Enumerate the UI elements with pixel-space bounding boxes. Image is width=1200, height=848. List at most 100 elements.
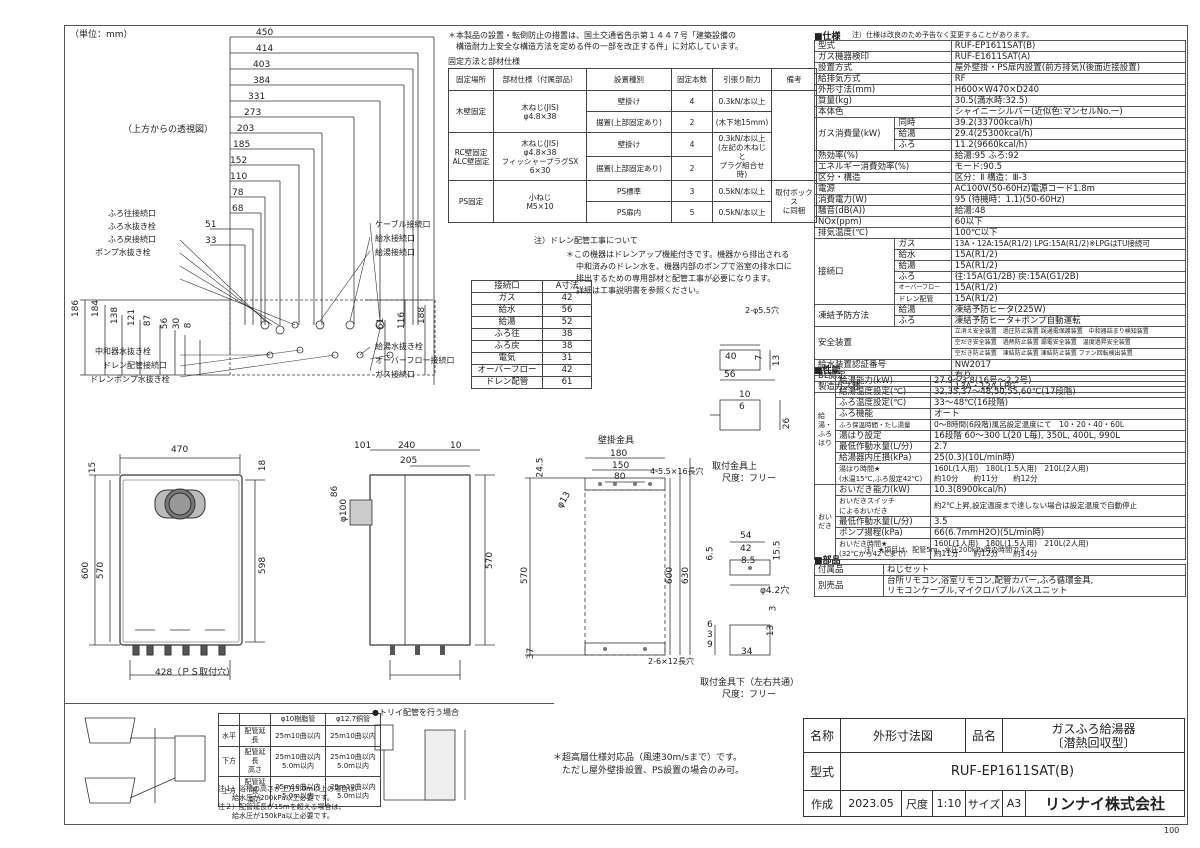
spec-val: 給湯:95 ふろ:92 xyxy=(950,150,1187,162)
perf-side: 給湯・ふろはり xyxy=(814,375,836,485)
conn-cell: ふろ戻 xyxy=(471,340,543,353)
parts-val: ねじセット xyxy=(883,564,1186,576)
spec-val: モード:90.5 xyxy=(950,161,1187,173)
fix-cell: 取付ボックス に同梱 xyxy=(771,180,817,223)
upper-holes: 2-φ5.5穴 xyxy=(745,306,779,315)
side-dim-116: 116 xyxy=(397,311,408,330)
spec-key: 消費電力(W) xyxy=(814,194,952,206)
spec-sub: 給水 xyxy=(894,249,952,261)
side-dim-121: 121 xyxy=(127,308,138,327)
fix-cell: 4 xyxy=(671,132,713,157)
drain-note-2: 中和済みのドレン水を、機器内部のポンプで浴室の排水口に xyxy=(576,262,792,271)
bottom-fittings xyxy=(132,644,226,656)
bracket-w3: 80 xyxy=(614,472,626,482)
perf-key: 給湯器内圧損(kPa) xyxy=(835,452,931,464)
label-drain-pump: ドレンポンプ水抜き栓 xyxy=(90,375,170,384)
spec-val: 39.2(33700kcal/h) xyxy=(950,117,1187,129)
conn-cell: 31 xyxy=(542,352,592,365)
pipe-cell: 配管延長 高さ xyxy=(239,776,271,807)
perf-side: おいだき xyxy=(814,484,836,560)
lower-d: 6.5 xyxy=(705,546,716,561)
spec-val: 屋外壁掛・PS扉内設置(前方排気)(後面近接設置) xyxy=(950,62,1187,74)
fix-th: 固定本数 xyxy=(671,68,713,91)
label-bath-return: ふろ戻接続口 xyxy=(108,235,156,244)
product-value-line-2: 〔潜熱回収型〕 xyxy=(1051,735,1136,750)
fix-cell: 小ねじ M5×10 xyxy=(493,180,587,223)
pipe-cell: 25m10曲以内 5.0m以内 xyxy=(270,746,326,777)
parts-val: 台所リモコン,浴室リモコン,配管カバー,ふろ循環金具, リモコンケーブル,マイク… xyxy=(883,575,1186,597)
perf-table: 給湯・ふろはり 給湯能力(kW)27.9～3.8(16号～2.2号) 給湯温度設… xyxy=(814,375,1186,560)
perf-val: 10.3(8900kcal/h) xyxy=(930,484,1186,496)
top-dim-403: 403 xyxy=(253,60,271,70)
top-dim-203: 203 xyxy=(237,124,255,134)
title-scale-value: 1:10 xyxy=(932,790,966,817)
spec-key: NOx(ppm) xyxy=(814,216,952,228)
wind-note-2: ただし屋外壁掛設置、PS設置の場合のみ可。 xyxy=(562,766,745,776)
perf-val: 25(0.3)(10L/min時) xyxy=(930,452,1186,464)
side-dim-dia: φ100 xyxy=(339,498,350,523)
spec-key: 凍結予防方法 xyxy=(813,304,896,327)
wall-bracket-drawing xyxy=(525,457,691,656)
side-dim-30: 30 xyxy=(172,317,183,330)
upper-b: 56 xyxy=(724,370,736,380)
conn-cell: 42 xyxy=(542,292,592,305)
spec-key: 型式 xyxy=(814,40,952,52)
conn-th: 接続口 xyxy=(471,280,543,293)
perf-key: 湯はり時間★ (水温15℃,ふろ設定42℃) xyxy=(835,463,931,485)
spec-val: AC100V(50-60Hz)電源コード1.8m xyxy=(950,183,1187,195)
fix-title: 固定方法と部材仕様 xyxy=(448,57,520,66)
perf-val: 160L(1人用) 180L(1.5人用) 210L(2人用) 約10分 約11… xyxy=(930,463,1186,485)
upper-f: 10 xyxy=(739,390,751,400)
perf-key: 最低作動水量(L/分) xyxy=(835,441,931,453)
pipe-note-2: 給水圧が200kPa以上必要です。 xyxy=(232,794,334,802)
spec-key: 電源 xyxy=(814,183,952,195)
lower-c: 8.5 xyxy=(741,556,756,566)
spec-sub: ふろ xyxy=(894,315,952,327)
fix-th: 部材仕様（付属部品） xyxy=(493,68,587,91)
fix-cell: RC壁固定 ALC壁固定 xyxy=(448,132,494,181)
top-dim-384: 384 xyxy=(253,76,271,86)
trap-piping-drawing xyxy=(374,724,466,801)
fix-cell: 0.5kN/本以上 xyxy=(712,180,772,202)
bracket-w1: 180 xyxy=(610,449,628,459)
perf-val: 2.7 xyxy=(930,441,1186,453)
side-dim-184: 184 xyxy=(91,299,102,318)
label-gas: ガス接続口 xyxy=(375,370,415,379)
front-dim-right: 18 xyxy=(258,459,269,472)
upper-label: 取付金具上 xyxy=(712,462,758,472)
fix-th: 設置種別 xyxy=(586,68,672,91)
top-dim-331: 331 xyxy=(248,92,266,102)
bracket-v5: 37 xyxy=(526,647,537,660)
perf-key: おいだき時間★ (32℃から42℃まで) xyxy=(835,538,931,560)
spec-key: 給排気方式 xyxy=(814,73,952,85)
conn-cell: ふろ往 xyxy=(471,328,543,341)
lower-j: 3 xyxy=(707,630,713,640)
spec-note: 注）仕様は改良のため予告なく変更することがあります。 xyxy=(852,31,1034,39)
spec-key: 排気温度(℃) xyxy=(814,227,952,239)
lower-e: 15.5 xyxy=(772,540,783,561)
spec-val: 29.4(25300kcal/h) xyxy=(950,128,1187,140)
lower-i: 6 xyxy=(707,620,713,630)
pipe-th: φ10樹脂管 xyxy=(270,713,326,726)
pipe-th xyxy=(218,713,240,726)
spec-sub: 給湯 xyxy=(894,304,952,316)
conn-cell: 給水 xyxy=(471,304,543,317)
conn-cell: オーバーフロー xyxy=(471,364,543,377)
perf-key: おいだき能力(kW) xyxy=(835,484,931,496)
fix-cell: PS固定 xyxy=(448,180,494,223)
drawing-frame xyxy=(64,25,1188,825)
lower-k: 9 xyxy=(707,640,713,650)
spec-val: 15A(R1/2) xyxy=(950,293,1187,305)
pipe-cell: 配管延長 xyxy=(239,725,271,747)
front-dim-top: 15 xyxy=(88,461,99,474)
product-value-line-1: ガスふろ給湯器 xyxy=(1051,721,1136,736)
perf-key: ふろ機能 xyxy=(835,408,931,420)
front-dim-h3: 598 xyxy=(258,556,269,575)
install-note-1: ＊本製品の設置・転倒防止の措置は、国土交通省告示第１４４７号「建築設備の xyxy=(448,31,736,40)
lower-scale: 尺度：フリー xyxy=(722,690,777,700)
spec-val: RUF-E1611SAT(A) xyxy=(950,51,1187,63)
perf-key: ふろ温度設定(℃) xyxy=(835,397,931,409)
spec-val: 13A・12A:15A(R1/2) LPG:15A(R1/2)※LPGはTU接続… xyxy=(950,238,1187,250)
label-bath-drain: ふろ水抜き栓 xyxy=(108,222,156,231)
